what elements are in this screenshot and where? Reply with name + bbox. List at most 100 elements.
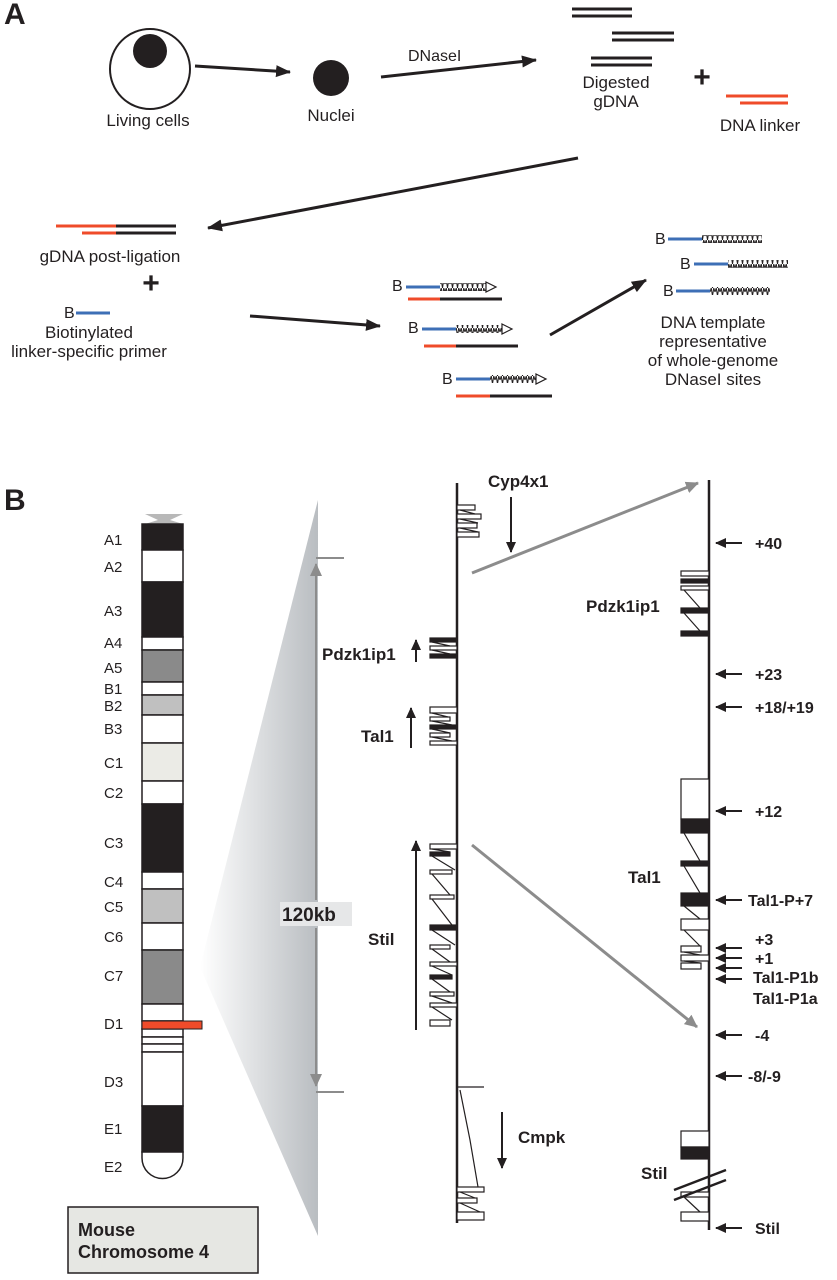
- site-label-plus40: +40: [755, 536, 782, 553]
- cyp4x1-label: Cyp4x1: [488, 472, 548, 491]
- site-label-tal1-p1b: Tal1-P1b: [753, 970, 819, 987]
- band-label-c6: C6: [104, 929, 123, 946]
- band-label-a2: A2: [104, 559, 122, 576]
- site-label-minus8-9: -8/-9: [748, 1069, 781, 1086]
- dnasei-label: DNaseI: [408, 48, 461, 65]
- band-label-c5: C5: [104, 899, 123, 916]
- digested-label-line1: Digested: [582, 73, 649, 92]
- cmpk-gene-model: [456, 1086, 485, 1221]
- site-label-minus4: -4: [755, 1028, 769, 1045]
- stil-gene-model: [429, 843, 458, 1027]
- biotin-label-e2: B: [408, 320, 419, 337]
- biotin-label-e1: B: [392, 278, 403, 295]
- biotin-label-t2: B: [680, 256, 691, 273]
- digested-label-line2: gDNA: [593, 92, 639, 111]
- arrow-to-ligation: [207, 156, 579, 232]
- scale-label: 120kb: [282, 905, 336, 926]
- species-box-line2: Chromosome 4: [78, 1242, 209, 1262]
- template-1: B: [655, 231, 762, 248]
- band-label-a5: A5: [104, 660, 122, 677]
- pdzk1ip1-detail-model: [680, 570, 710, 637]
- site-label-tal1-p1a: Tal1-P1a: [753, 991, 818, 1008]
- chromosome-ideogram: [141, 514, 203, 1180]
- plus-sign-1: +: [693, 61, 711, 94]
- tal1-label-right: Tal1: [628, 868, 661, 887]
- biotin-label: B: [64, 305, 75, 322]
- tal1-detail-model: [680, 778, 710, 970]
- tal1-gene-model: [429, 706, 458, 746]
- band-label-b1: B1: [104, 681, 122, 698]
- band-label-c4: C4: [104, 874, 123, 891]
- cmpk-label: Cmpk: [518, 1128, 566, 1147]
- site-label-plus23: +23: [755, 667, 782, 684]
- nucleus-icon: [313, 60, 349, 96]
- stil-label-left: Stil: [368, 930, 394, 949]
- zoom-wedge: [200, 500, 318, 1236]
- biotin-label-t1: B: [655, 231, 666, 248]
- band-label-e1: E1: [104, 1121, 122, 1138]
- band-label-e2: E2: [104, 1159, 122, 1176]
- arrow-cells-to-nuclei: [194, 64, 291, 78]
- site-label-plus3: +3: [755, 932, 773, 949]
- species-box: Mouse Chromosome 4: [67, 1206, 259, 1274]
- template-label-line2: representative: [659, 332, 767, 351]
- template-3: B: [663, 283, 770, 300]
- cyp4x1-gene-model: [456, 504, 482, 538]
- panel-b-label: B: [4, 484, 26, 517]
- panel-a: A Living cells Nuclei DNaseI Digested gD…: [4, 0, 801, 398]
- arrow-nuclei-to-digested: [380, 55, 537, 79]
- zoom-arrow-bottom: [471, 843, 698, 1029]
- post-ligation-label: gDNA post-ligation: [40, 247, 181, 266]
- locus-detail: Pdzk1ip1 Tal1 Stil: [586, 480, 727, 1230]
- zoom-arrow-top: [471, 481, 699, 575]
- band-label-c1: C1: [104, 755, 123, 772]
- band-label-d3: D3: [104, 1074, 123, 1091]
- pdzk1ip1-label-left: Pdzk1ip1: [322, 645, 396, 664]
- highlighted-d1-band: [141, 1020, 203, 1030]
- extension-product-1: B: [392, 278, 502, 301]
- stil-detail-model: [673, 1130, 727, 1222]
- biotin-label-e3: B: [442, 371, 453, 388]
- site-label-plus1: +1: [755, 951, 773, 968]
- band-label-b2: B2: [104, 698, 122, 715]
- pdzk1ip1-gene-model: [429, 637, 458, 659]
- template-label-line4: DNaseI sites: [665, 370, 761, 389]
- band-label-b3: B3: [104, 721, 122, 738]
- panel-a-label: A: [4, 0, 26, 31]
- living-cells-label: Living cells: [106, 111, 189, 130]
- nuclei-label: Nuclei: [307, 106, 354, 125]
- site-label-stil: Stil: [755, 1221, 780, 1238]
- pdzk1ip1-label-right: Pdzk1ip1: [586, 597, 660, 616]
- stil-label-right: Stil: [641, 1164, 667, 1183]
- band-label-c2: C2: [104, 785, 123, 802]
- band-label-c7: C7: [104, 968, 123, 985]
- panel-b: B: [4, 472, 819, 1274]
- primer-label-line2: linker-specific primer: [11, 342, 167, 361]
- arrow-to-template: [549, 278, 647, 337]
- template-label-line3: of whole-genome: [648, 351, 778, 370]
- tal1-label-left: Tal1: [361, 727, 394, 746]
- species-box-line1: Mouse: [78, 1220, 135, 1240]
- band-label-a1: A1: [104, 532, 122, 549]
- plus-sign-2: +: [142, 267, 160, 300]
- band-label-a3: A3: [104, 603, 122, 620]
- dna-linker-icon: [726, 94, 788, 105]
- dna-linker-label: DNA linker: [720, 116, 801, 135]
- digested-gdna-fragments: [572, 7, 674, 67]
- site-label-tal1-p7: Tal1-P+7: [748, 893, 813, 910]
- dhs-site-labels: +40 +23 +18/+19 +12 Tal1-P+7 +3 +1 Tal1-…: [748, 536, 819, 1238]
- extension-product-3: B: [442, 371, 552, 398]
- dhs-site-markers: [715, 538, 742, 1233]
- ligated-gdna-icon: [56, 224, 176, 235]
- locus-overview: Cyp4x1 Pdzk1ip1 Tal1 Stil Cmpk: [322, 472, 566, 1223]
- site-label-plus18-19: +18/+19: [755, 700, 814, 717]
- template-2: B: [680, 256, 788, 273]
- primer-label-line1: Biotinylated: [45, 323, 133, 342]
- extension-product-2: B: [408, 320, 518, 348]
- site-label-plus12: +12: [755, 804, 782, 821]
- template-label-line1: DNA template: [661, 313, 766, 332]
- scale-label-bg: [280, 902, 352, 926]
- living-cell-icon: [109, 28, 191, 110]
- band-label-c3: C3: [104, 835, 123, 852]
